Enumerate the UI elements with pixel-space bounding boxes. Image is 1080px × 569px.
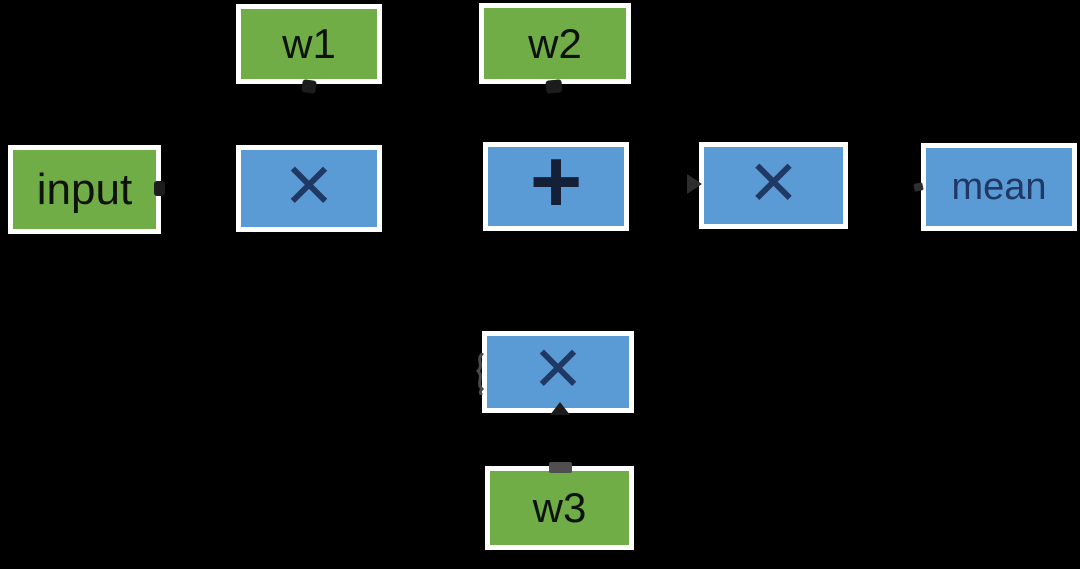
- multiply-icon: ×: [534, 322, 582, 413]
- multiply-icon: ×: [285, 138, 333, 230]
- node-multiply-3: ×: [482, 327, 634, 413]
- node-w1: w1: [236, 4, 382, 84]
- node-w3-label: w3: [532, 484, 587, 531]
- arrow-tail-w2-icon: [545, 79, 563, 94]
- node-input-label: input: [36, 164, 133, 214]
- node-w2: w2: [479, 3, 631, 84]
- node-add: +: [483, 137, 629, 231]
- node-multiply-1: ×: [236, 138, 382, 232]
- node-mean: mean: [921, 143, 1077, 231]
- node-w3: w3: [485, 466, 634, 550]
- arrow-remnant-squiggle-icon: [475, 353, 485, 395]
- arrowhead-multiply2-icon: [687, 174, 702, 194]
- arrow-tail-w1-icon: [301, 79, 317, 94]
- node-input: input: [8, 145, 161, 234]
- multiply-icon: ×: [749, 135, 798, 227]
- arrowhead-multiply3-icon: [550, 402, 570, 415]
- node-w2-label: w2: [528, 19, 582, 67]
- plus-icon: +: [529, 131, 583, 232]
- arrow-tail-input-icon: [154, 181, 165, 196]
- node-multiply-2: ×: [699, 135, 848, 229]
- node-w1-label: w1: [282, 20, 336, 67]
- arrow-tail-w3-icon: [549, 462, 572, 473]
- node-mean-label: mean: [951, 166, 1047, 208]
